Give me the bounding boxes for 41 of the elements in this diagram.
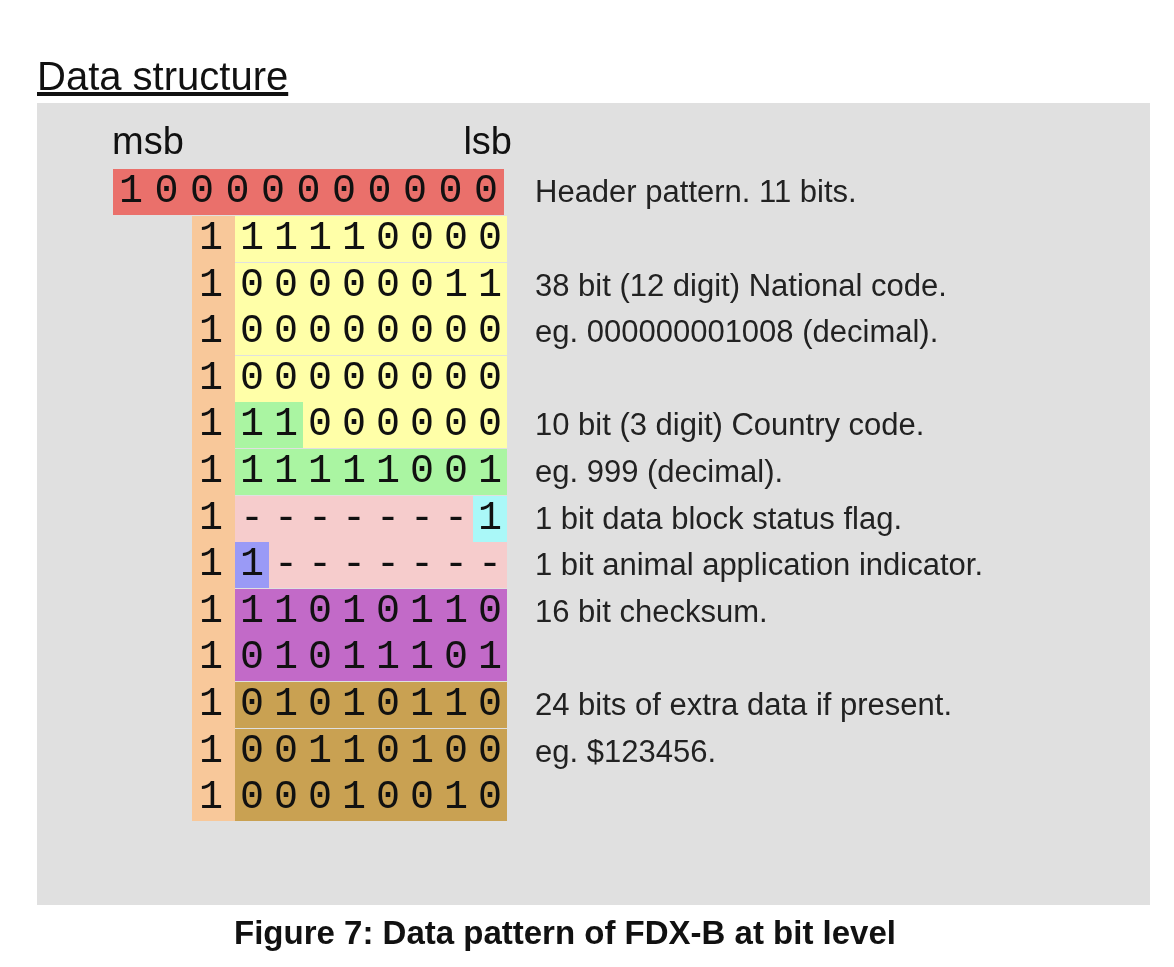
- data-bits: 11110000: [235, 216, 507, 262]
- frame-bit: 1: [199, 355, 223, 402]
- data-bits: 11000000: [235, 402, 507, 449]
- field-description: 1 bit animal application indicator.: [535, 546, 984, 585]
- field-description: 1 bit data block status flag.: [535, 499, 903, 538]
- bit-order-label: lsb: [463, 119, 512, 164]
- data-bits: 11010110: [235, 588, 507, 635]
- data-bits: -------1: [235, 495, 507, 542]
- frame-bit: 1: [199, 542, 223, 589]
- heading: Data structure: [37, 53, 289, 100]
- data-bits: 00010010: [235, 775, 507, 822]
- data-bits: 1-------: [235, 542, 507, 589]
- data-bits: 00000011: [235, 262, 507, 309]
- field-description: 38 bit (12 digit) National code.: [535, 266, 947, 305]
- frame-bit: 1: [199, 262, 223, 309]
- data-bits: 01011101: [235, 635, 507, 682]
- bit-order-label: msb: [112, 119, 184, 164]
- data-bits: 00000000: [235, 309, 507, 356]
- field-description: 16 bit checksum.: [535, 592, 768, 631]
- data-bits: 11111001: [235, 449, 507, 495]
- field-description: eg. 999 (decimal).: [535, 453, 784, 491]
- frame-bit: 1: [199, 775, 223, 822]
- field-description: Header pattern. 11 bits.: [535, 173, 857, 211]
- data-bits: 00000000: [235, 355, 507, 402]
- field-description: eg. 000000001008 (decimal).: [535, 313, 939, 352]
- frame-bit: 1: [199, 495, 223, 542]
- figure-caption: Figure 7: Data pattern of FDX-B at bit level: [233, 913, 897, 953]
- frame-bit: 1: [199, 588, 223, 635]
- frame-bit: 1: [199, 402, 223, 449]
- frame-bit: 1: [199, 682, 223, 728]
- data-bits: 01010110: [235, 682, 507, 728]
- frame-bit: 1: [199, 216, 223, 262]
- field-description: eg. $123456.: [535, 732, 716, 771]
- frame-bit: 1: [199, 635, 223, 682]
- data-bits: 00110100: [235, 728, 507, 775]
- frame-bit: 1: [199, 728, 223, 775]
- header-bits: 10000000000: [113, 169, 504, 215]
- field-description: 24 bits of extra data if present.: [535, 686, 953, 724]
- field-description: 10 bit (3 digit) Country code.: [535, 406, 925, 445]
- frame-bit: 1: [199, 449, 223, 495]
- frame-bit: 1: [199, 309, 223, 356]
